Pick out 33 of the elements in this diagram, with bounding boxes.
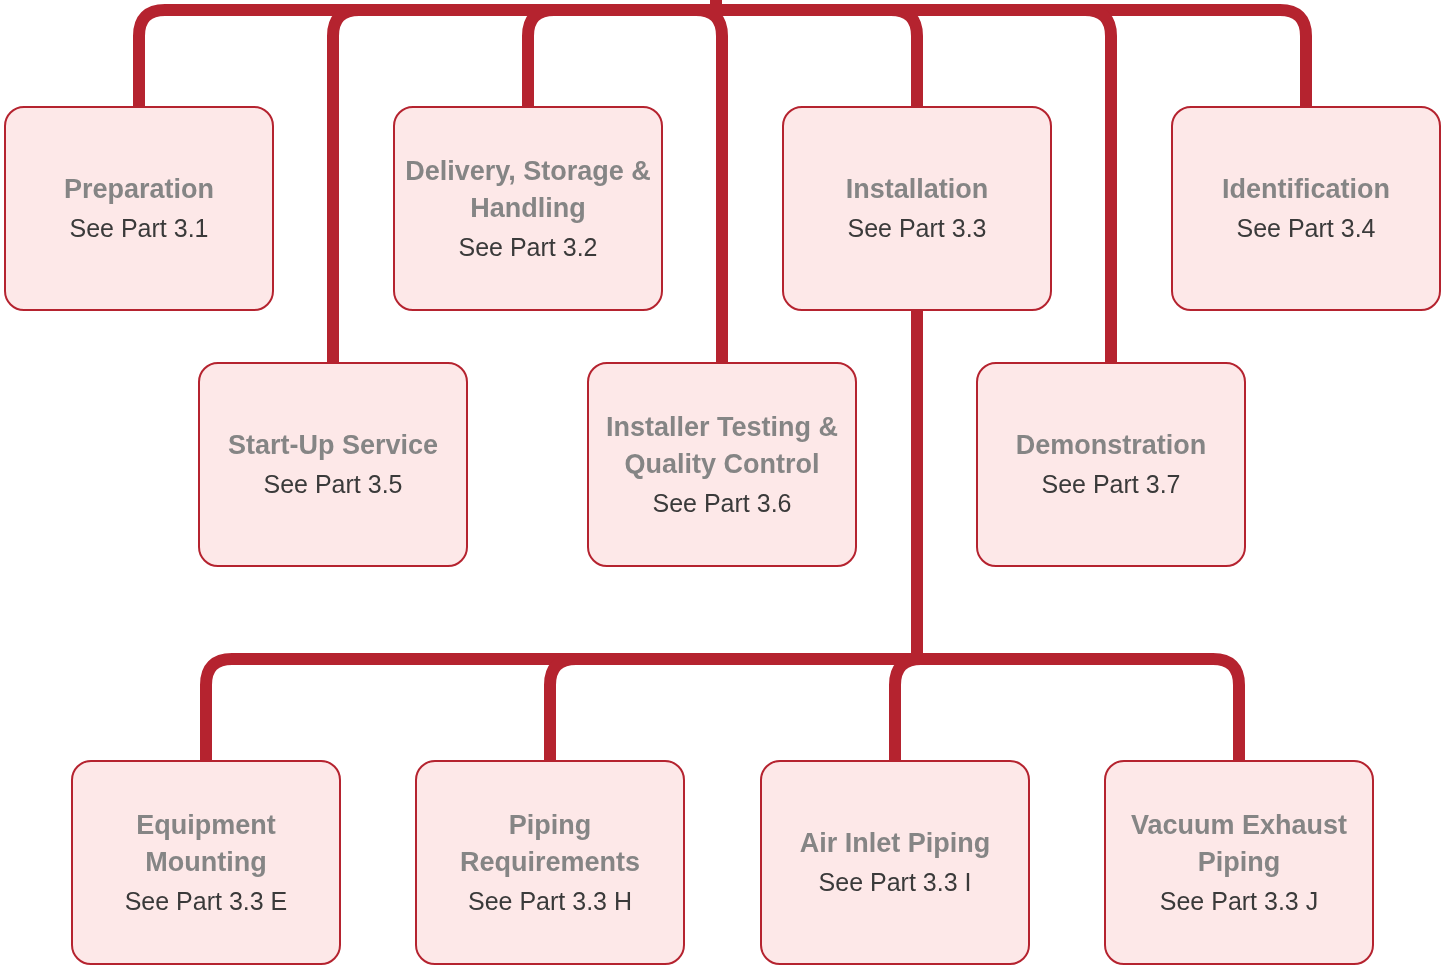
box-title: Equipment Mounting xyxy=(135,808,277,879)
process-box xyxy=(587,362,857,567)
part-reference: See Part 3.5 xyxy=(263,469,403,500)
process-box xyxy=(782,106,1052,311)
part-reference: See Part 3.2 xyxy=(458,231,598,263)
box-title: Start-Up Service xyxy=(227,429,439,462)
box-title: Demonstration xyxy=(1015,429,1207,462)
box-title: Installer Testing & Quality Control xyxy=(604,410,839,481)
process-box xyxy=(1104,760,1374,965)
process-box xyxy=(415,760,685,965)
part-reference: See Part 3.1 xyxy=(69,213,209,244)
process-box xyxy=(4,106,274,311)
box-title: Vacuum Exhaust Piping xyxy=(1129,808,1349,879)
box-title: Identification xyxy=(1222,173,1390,206)
part-reference: See Part 3.3 I xyxy=(818,867,972,898)
process-box xyxy=(1171,106,1441,311)
part-reference: See Part 3.4 xyxy=(1236,213,1376,244)
box-title: Preparation xyxy=(63,173,214,206)
process-box xyxy=(198,362,468,567)
process-box xyxy=(393,106,663,311)
part-reference: See Part 3.3 H xyxy=(468,885,632,917)
process-box xyxy=(760,760,1030,965)
part-reference: See Part 3.3 E xyxy=(124,885,288,917)
part-reference: See Part 3.7 xyxy=(1041,469,1181,500)
process-box xyxy=(976,362,1246,567)
box-title: Installation xyxy=(845,173,989,206)
process-box xyxy=(71,760,341,965)
box-title: Piping Requirements xyxy=(458,808,642,879)
box-title: Delivery, Storage & Handling xyxy=(404,154,652,225)
box-title: Air Inlet Piping xyxy=(799,827,991,860)
part-reference: See Part 3.3 J xyxy=(1159,885,1319,917)
part-reference: See Part 3.3 xyxy=(847,213,987,244)
part-reference: See Part 3.6 xyxy=(652,487,792,519)
